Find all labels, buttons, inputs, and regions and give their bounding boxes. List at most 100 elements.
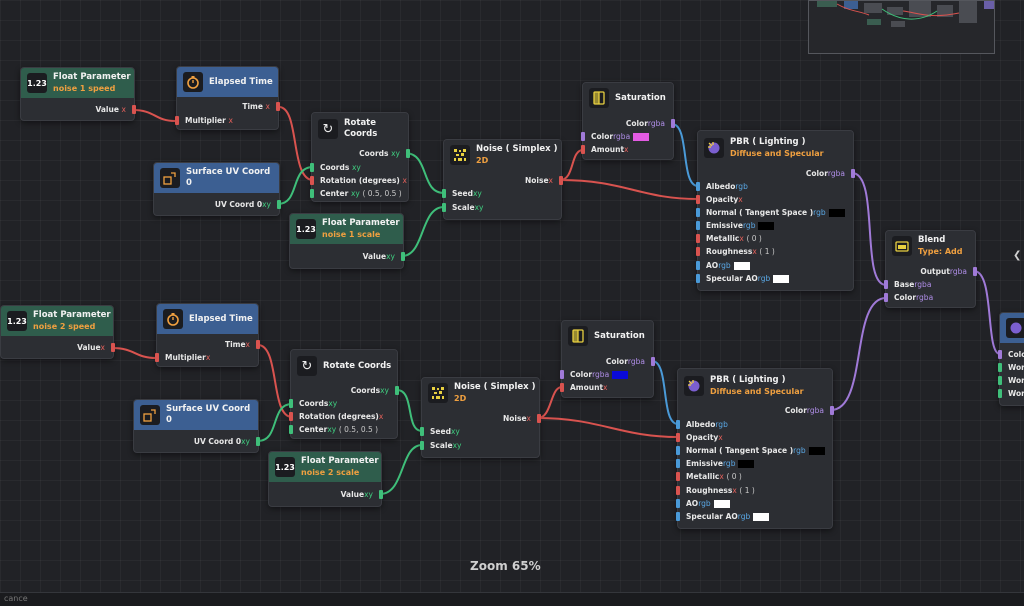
port-socket[interactable]: [651, 357, 655, 366]
input-port-albedo[interactable]: Albedorgb: [676, 419, 728, 431]
port-socket[interactable]: [560, 383, 564, 392]
port-socket[interactable]: [696, 234, 700, 243]
color-swatch[interactable]: [758, 222, 775, 230]
port-socket[interactable]: [310, 189, 314, 198]
port-socket[interactable]: [276, 102, 280, 111]
node-header[interactable]: Surface UV Coord 0: [154, 163, 279, 193]
output-port-value[interactable]: Valuexy: [363, 251, 405, 263]
port-socket[interactable]: [256, 340, 260, 349]
port-socket[interactable]: [998, 389, 1002, 398]
node-header[interactable]: [1000, 313, 1024, 343]
input-port-roughness[interactable]: Roughnessx ( 1 ): [676, 485, 755, 497]
node-header[interactable]: 1.23 Float Parameter noise 1 scale: [290, 214, 403, 244]
port-socket[interactable]: [310, 176, 314, 185]
node-header[interactable]: 1.23 Float Parameter noise 2 speed: [1, 306, 113, 336]
node-output-partial[interactable]: Colo Worl Worl Worl: [998, 312, 1024, 406]
port-socket[interactable]: [581, 132, 585, 141]
port-socket[interactable]: [111, 343, 115, 352]
color-swatch[interactable]: [808, 447, 825, 455]
input-port-base[interactable]: Basergba: [884, 279, 931, 291]
color-swatch[interactable]: [733, 262, 750, 270]
output-port-color[interactable]: Colorrgba: [806, 168, 855, 180]
port-socket[interactable]: [973, 267, 977, 276]
port-socket[interactable]: [998, 363, 1002, 372]
port-socket[interactable]: [406, 149, 410, 158]
node-float-param-noise1-speed[interactable]: 1.23 Float Parameter noise 1 speed Value…: [20, 67, 136, 121]
input-port-world-2[interactable]: Worl: [998, 375, 1024, 387]
port-socket[interactable]: [676, 472, 680, 481]
input-port-seed[interactable]: Seedxy: [420, 426, 460, 438]
port-socket[interactable]: [676, 433, 680, 442]
node-noise-simplex-1[interactable]: Noise ( Simplex ) 2D Noisex Seedxy Scale…: [442, 139, 563, 220]
output-port-value[interactable]: Valuexy: [341, 489, 383, 501]
node-header[interactable]: Saturation: [562, 321, 653, 351]
output-port-noise[interactable]: Noisex: [525, 175, 563, 187]
port-socket[interactable]: [256, 437, 260, 446]
color-swatch[interactable]: [738, 460, 755, 468]
output-port-coords[interactable]: Coordsxy: [351, 385, 399, 397]
output-port-coords[interactable]: Coords xy: [359, 148, 410, 160]
color-swatch[interactable]: [633, 133, 650, 141]
node-surface-uv-2[interactable]: Surface UV Coord 0 UV Coord 0xy: [133, 399, 260, 453]
input-port-specular-ao[interactable]: Specular AOrgb: [696, 273, 790, 285]
port-socket[interactable]: [395, 386, 399, 395]
port-socket[interactable]: [560, 370, 564, 379]
node-header[interactable]: ↻ Rotate Coords: [291, 350, 397, 382]
input-port-roughness[interactable]: Roughnessx ( 1 ): [696, 246, 775, 258]
output-port-value[interactable]: Valuex: [77, 342, 115, 354]
input-port-scale[interactable]: Scalexy: [420, 440, 461, 452]
port-socket[interactable]: [676, 499, 680, 508]
input-port-albedo[interactable]: Albedorgb: [696, 181, 748, 193]
node-header[interactable]: ↻ Rotate Coords: [312, 113, 408, 145]
input-port-emissive[interactable]: Emissivergb: [676, 458, 755, 470]
input-port-specular-ao[interactable]: Specular AOrgb: [676, 511, 770, 523]
port-socket[interactable]: [998, 376, 1002, 385]
input-port-opacity[interactable]: Opacityx: [676, 432, 723, 444]
node-header[interactable]: Noise ( Simplex ) 2D: [422, 378, 539, 408]
color-swatch[interactable]: [828, 209, 845, 217]
node-header[interactable]: Blend Type: Add: [886, 231, 975, 261]
input-port-multiplier[interactable]: Multiplierx: [155, 352, 210, 364]
input-port-amount[interactable]: Amountx: [581, 144, 629, 156]
input-port-color[interactable]: Colorrgba: [581, 131, 650, 143]
node-header[interactable]: 1.23 Float Parameter noise 2 scale: [269, 452, 381, 482]
port-socket[interactable]: [289, 399, 293, 408]
node-float-param-noise1-scale[interactable]: 1.23 Float Parameter noise 1 scale Value…: [289, 213, 405, 269]
input-port-world-3[interactable]: Worl: [998, 388, 1024, 400]
input-port-metallic[interactable]: Metallicx ( 0 ): [676, 471, 742, 483]
port-socket[interactable]: [155, 353, 159, 362]
node-noise-simplex-2[interactable]: Noise ( Simplex ) 2D Noisex Seedxy Scale…: [420, 377, 541, 458]
input-port-color[interactable]: Colorrgba: [884, 292, 933, 304]
port-socket[interactable]: [537, 414, 541, 423]
port-socket[interactable]: [442, 189, 446, 198]
port-socket[interactable]: [884, 280, 888, 289]
port-socket[interactable]: [676, 459, 680, 468]
input-port-center[interactable]: Center xy ( 0.5, 0.5 ): [310, 188, 402, 200]
port-socket[interactable]: [884, 293, 888, 302]
node-elapsed-time-2[interactable]: Elapsed Time Timex Multiplierx: [155, 303, 260, 367]
input-port-normal[interactable]: Normal ( Tangent Space )rgb: [696, 207, 845, 219]
input-port-amount[interactable]: Amountx: [560, 382, 608, 394]
port-socket[interactable]: [581, 145, 585, 154]
output-port-time[interactable]: Time x: [242, 101, 280, 113]
input-port-emissive[interactable]: Emissivergb: [696, 220, 775, 232]
port-socket[interactable]: [401, 252, 405, 261]
node-float-param-noise2-speed[interactable]: 1.23 Float Parameter noise 2 speed Value…: [0, 305, 115, 359]
color-swatch[interactable]: [753, 513, 770, 521]
color-swatch[interactable]: [713, 500, 730, 508]
node-header[interactable]: Elapsed Time: [177, 67, 278, 97]
port-socket[interactable]: [998, 350, 1002, 359]
output-port-time[interactable]: Timex: [225, 339, 260, 351]
port-socket[interactable]: [851, 169, 855, 178]
node-saturation-2[interactable]: Saturation Colorrgba Colorrgba Amountx: [560, 320, 655, 398]
color-swatch[interactable]: [773, 275, 790, 283]
port-socket[interactable]: [696, 221, 700, 230]
input-port-center[interactable]: Centerxy ( 0.5, 0.5 ): [289, 424, 378, 436]
port-socket[interactable]: [830, 406, 834, 415]
input-port-rotation[interactable]: Rotation (degrees)x: [289, 411, 383, 423]
input-port-color[interactable]: Colorrgba: [560, 369, 629, 381]
port-socket[interactable]: [310, 163, 314, 172]
node-header[interactable]: Surface UV Coord 0: [134, 400, 258, 430]
node-surface-uv-1[interactable]: Surface UV Coord 0 UV Coord 0xy: [153, 162, 281, 216]
port-socket[interactable]: [277, 200, 281, 209]
